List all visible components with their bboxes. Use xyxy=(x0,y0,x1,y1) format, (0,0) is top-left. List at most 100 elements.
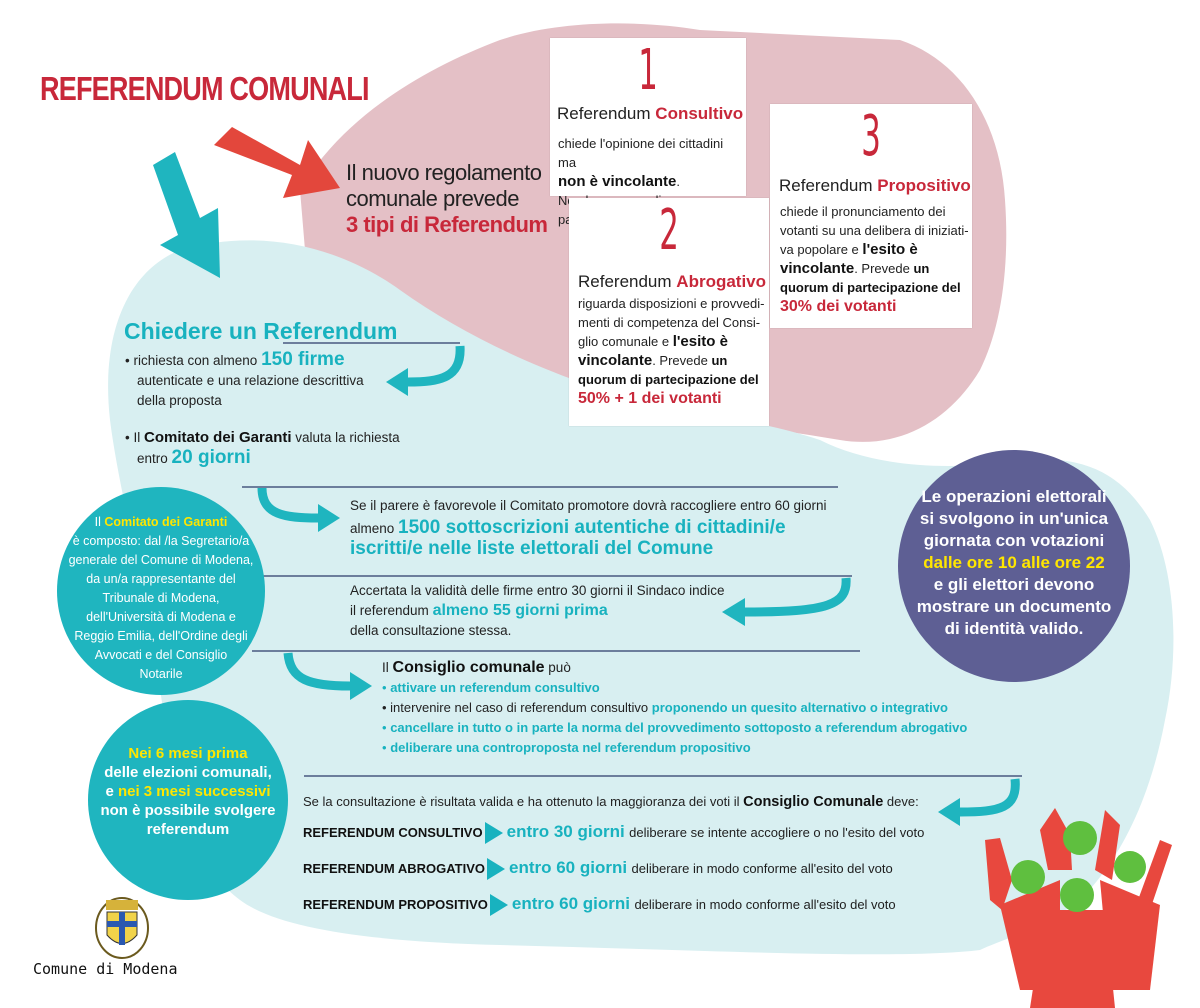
card-label: Referendum xyxy=(779,176,873,195)
elections-text: Le operazioni elettorali xyxy=(921,487,1107,506)
card-body-line: votanti su una delibera di iniziati- xyxy=(780,223,969,238)
bullet-text: entro xyxy=(137,451,168,466)
elections-text: mostrare un documento xyxy=(916,597,1112,616)
row-text: deliberare in modo conforme all'esito de… xyxy=(631,861,893,877)
final-text: deve: xyxy=(886,794,919,809)
card-number: 2 xyxy=(659,198,679,263)
row-deadline: entro 30 giorni xyxy=(506,822,625,842)
curved-arrow-icons xyxy=(257,345,1020,817)
council-item-highlight: proponendo un quesito alternativo o inte… xyxy=(651,700,948,715)
months-highlight: nei 3 mesi successivi xyxy=(117,783,271,800)
card-consultivo: 1 Referendum Consultivo chiede l'opinion… xyxy=(550,38,746,227)
bullet-text: autenticate e una relazione descrittiva xyxy=(137,373,364,388)
card-body-line: va popolare e xyxy=(780,242,859,257)
elections-text: di identità valido. xyxy=(944,619,1084,638)
council-item: intervenire nel caso di referendum consu… xyxy=(390,700,649,715)
card-body-bold: un xyxy=(913,261,930,276)
card-label: Referendum xyxy=(557,104,651,123)
months-text: e xyxy=(105,783,114,800)
bullet-bold: Comitato dei Garanti xyxy=(144,429,292,446)
step-text: almeno xyxy=(350,521,395,536)
final-rows: REFERENDUM CONSULTIVO entro 30 giorni del… xyxy=(303,822,943,930)
card-body-line: . Prevede xyxy=(854,261,910,276)
final-text: Se la consultazione è risultata valida e… xyxy=(303,794,740,809)
step-text: della consultazione stessa. xyxy=(350,623,512,638)
months-text: referendum xyxy=(146,821,230,838)
people-illustration-icon xyxy=(985,808,1172,1008)
row-text: deliberare se intente accogliere o no l'… xyxy=(629,825,925,841)
committee-highlight: Comitato dei Garanti xyxy=(104,515,228,529)
card-type-name: Abrogativo xyxy=(676,272,767,291)
separator-lines xyxy=(240,342,1022,777)
card-body-bold: non è vincolante xyxy=(558,173,677,190)
card-body-line: chiede l'opinione dei cittadini ma xyxy=(558,136,724,170)
elections-highlight: dalle ore 10 alle ore 22 xyxy=(923,553,1105,572)
months-circle: Nei 6 mesi prima delle elezioni comunali… xyxy=(88,700,288,900)
council-powers: Il Consiglio comunale può • attivare un … xyxy=(382,659,968,755)
bullet-highlight: 150 firme xyxy=(261,349,345,370)
card-body-bold: quorum di partecipazione del xyxy=(578,372,759,387)
committee-text: Il xyxy=(94,515,101,529)
bullet-text: valuta la richiesta xyxy=(295,430,400,445)
months-highlight: Nei 6 mesi prima xyxy=(128,745,248,762)
council-item: deliberare una controproposta nel refere… xyxy=(390,740,751,755)
card-type-name: Propositivo xyxy=(877,176,971,195)
row-label: REFERENDUM PROPOSITIVO xyxy=(303,897,488,913)
modena-coat-of-arms-icon xyxy=(95,897,149,959)
card-number: 3 xyxy=(861,104,881,169)
council-item: cancellare in tutto o in parte la norma … xyxy=(390,720,968,735)
final-intro: Se la consultazione è risultata valida e… xyxy=(303,792,1003,812)
card-body-bold: l'esito è xyxy=(672,333,728,350)
red-arrow-icon xyxy=(214,127,340,198)
triangle-icon xyxy=(484,822,503,844)
row-label: REFERENDUM ABROGATIVO xyxy=(303,861,485,877)
intro-line-3: 3 tipi di Referendum xyxy=(346,212,548,237)
elections-circle: Le operazioni elettorali si svolgono in … xyxy=(898,450,1130,682)
elections-text: giornata con votazioni xyxy=(923,531,1105,550)
step-text: Accertata la validità delle firme entro … xyxy=(350,583,725,598)
card-body-line: . Prevede xyxy=(652,353,708,368)
bullet-text: Il xyxy=(133,430,141,445)
card-body-bold: l'esito è xyxy=(862,241,918,258)
card-body-line: riguarda disposizioni e provvedi- xyxy=(578,296,765,311)
request-bullet-2: • Il Comitato dei Garanti valuta la rich… xyxy=(125,429,400,468)
curved-arrowheads xyxy=(318,368,960,826)
row-deadline: entro 60 giorni xyxy=(511,894,630,914)
council-item: attivare un referendum consultivo xyxy=(390,680,600,695)
card-body-bold: un xyxy=(711,353,728,368)
months-text: delle elezioni comunali, xyxy=(104,764,272,781)
bullet-highlight: 20 giorni xyxy=(171,447,251,468)
council-bold: Consiglio comunale xyxy=(392,659,545,676)
bullet-text: richiesta con almeno xyxy=(133,353,258,368)
step-highlight: iscritti/e nelle liste elettorali del Co… xyxy=(350,538,714,559)
committee-text: da un/a rappresentante del xyxy=(86,572,236,586)
committee-text: generale del Comune di Modena, xyxy=(68,553,254,567)
months-text: non è possibile svolgere xyxy=(100,802,276,819)
card-number: 1 xyxy=(638,38,658,103)
council-text: può xyxy=(548,660,571,675)
elections-text: e gli elettori devono xyxy=(933,575,1095,594)
card-label: Referendum xyxy=(578,272,672,291)
row-deadline: entro 60 giorni xyxy=(509,858,628,878)
triangle-icon xyxy=(487,858,505,880)
card-body-line: . xyxy=(676,174,680,189)
elections-text: si svolgono in un'unica xyxy=(919,509,1109,528)
card-quorum: 30% dei votanti xyxy=(780,298,897,315)
committee-circle: Il Comitato dei Garanti è composto: dal … xyxy=(57,487,265,695)
request-bullet-1: • richiesta con almeno 150 firme autenti… xyxy=(125,350,405,411)
intro-line-1: Il nuovo regolamento xyxy=(346,160,542,185)
step-text: Se il parere è favorevole il Comitato pr… xyxy=(350,498,827,513)
committee-text: Tribunale di Modena, xyxy=(102,591,220,605)
step-text: il referendum xyxy=(350,603,429,618)
teal-arrow-icon xyxy=(153,152,220,278)
committee-text: Avvocati e del Consiglio xyxy=(94,648,228,662)
step-signatures: Se il parere è favorevole il Comitato pr… xyxy=(350,496,870,559)
final-row: REFERENDUM ABROGATIVO entro 60 giorni del… xyxy=(303,858,943,894)
intro-text: Il nuovo regolamento comunale prevede 3 … xyxy=(346,160,548,238)
row-label: REFERENDUM CONSULTIVO xyxy=(303,825,483,841)
step-validation: Accertata la validità delle firme entro … xyxy=(350,581,770,641)
intro-line-2: comunale prevede xyxy=(346,186,520,211)
final-bold: Consiglio Comunale xyxy=(743,794,884,810)
card-type-name: Consultivo xyxy=(655,104,744,123)
card-quorum: 50% + 1 dei votanti xyxy=(578,390,722,407)
